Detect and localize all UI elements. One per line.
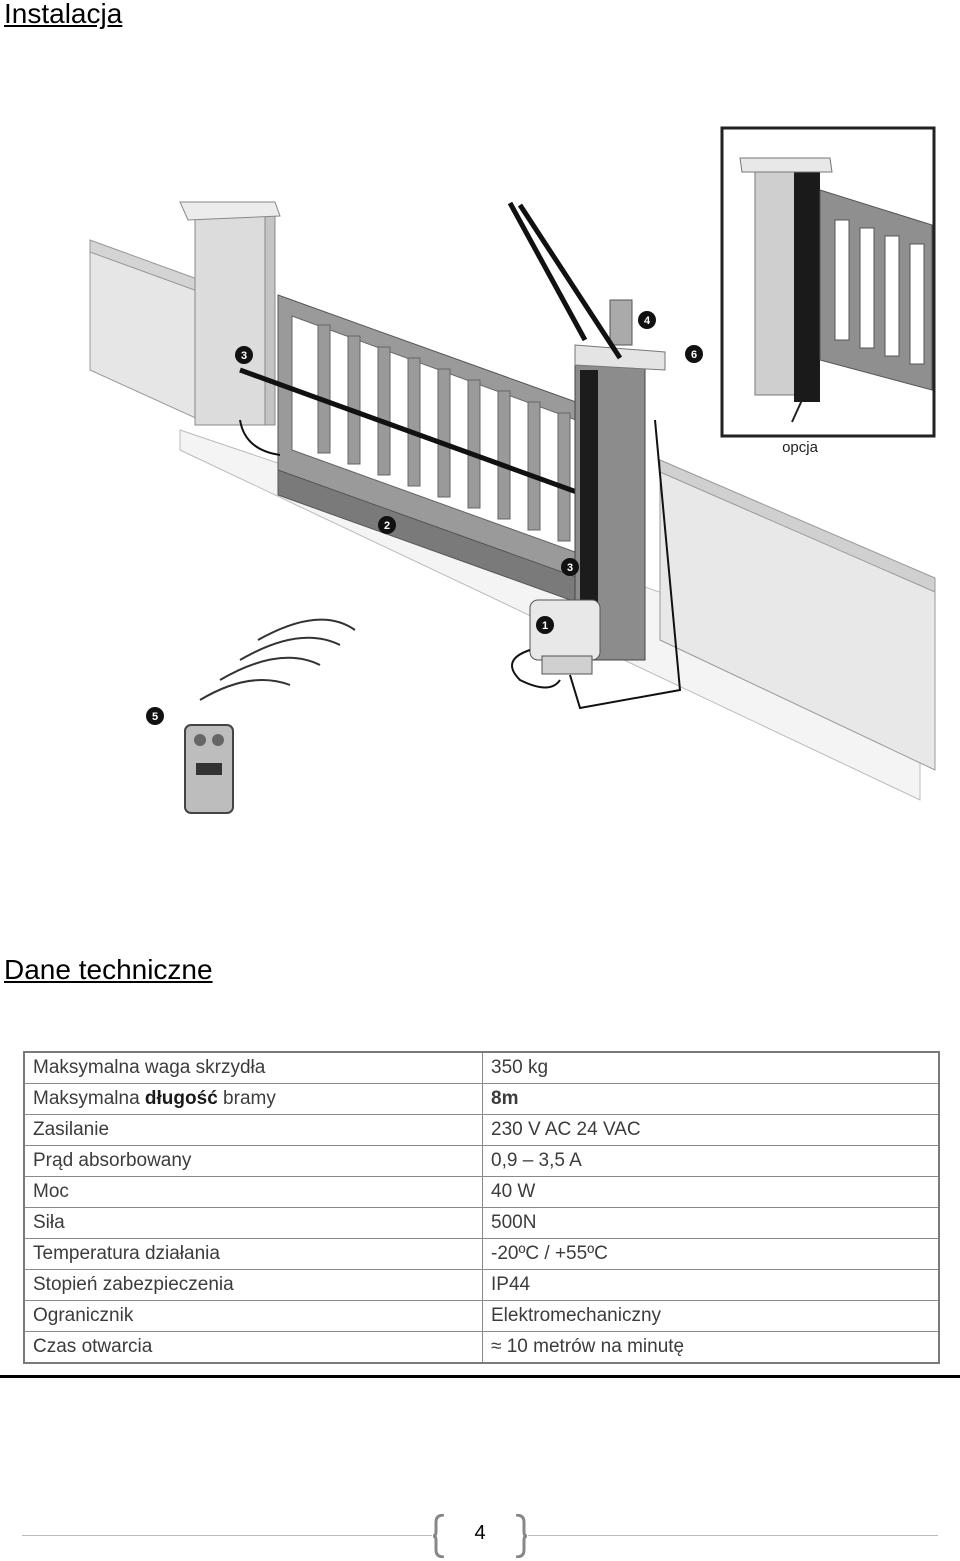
spec-value: 8m: [482, 1083, 940, 1115]
spec-label: Stopień zabezpieczenia: [23, 1269, 483, 1301]
spec-label: Prąd absorbowany: [23, 1145, 483, 1177]
spec-value: 230 V AC 24 VAC: [482, 1114, 940, 1146]
spec-label: Ogranicznik: [23, 1300, 483, 1332]
spec-label: Moc: [23, 1176, 483, 1208]
page-number: 4: [474, 1522, 486, 1544]
spec-value: 500N: [482, 1207, 940, 1239]
spec-value: 40 W: [482, 1176, 940, 1208]
table-row: Temperatura działania-20ºC / +55ºC: [23, 1238, 940, 1270]
callout-5: 5: [152, 711, 158, 723]
left-pillar: [179, 201, 281, 426]
technical-data-heading: Dane techniczne: [4, 954, 213, 985]
callout-3a: 3: [241, 350, 247, 362]
option-inset: opcja: [720, 126, 936, 456]
callout-3b: 3: [567, 562, 573, 574]
right-wall: [659, 459, 936, 771]
motor-unit: [529, 599, 601, 675]
spec-value: 350 kg: [482, 1051, 940, 1084]
radio-waves: [199, 618, 356, 701]
installation-heading: Instalacja: [4, 0, 123, 29]
spec-label: Czas otwarcia: [23, 1331, 483, 1364]
spec-label: Siła: [23, 1207, 483, 1239]
callout-2: 2: [384, 520, 390, 532]
spec-value: -20ºC / +55ºC: [482, 1238, 940, 1270]
left-wall: [89, 239, 201, 421]
callout-6: 6: [691, 349, 697, 361]
horizontal-rule: [0, 1375, 960, 1378]
spec-label: Maksymalna waga skrzydła: [23, 1051, 483, 1084]
sliding-gate: [239, 294, 641, 626]
page-number-box: 4: [432, 1514, 528, 1558]
callout-1: 1: [542, 620, 548, 632]
spec-label: Temperatura działania: [23, 1238, 483, 1270]
spec-label: Zasilanie: [23, 1114, 483, 1146]
inset-label: opcja: [782, 439, 819, 456]
table-row: Czas otwarcia≈ 10 metrów na minutę: [23, 1331, 940, 1364]
spec-value: 0,9 – 3,5 A: [482, 1145, 940, 1177]
spec-value: ≈ 10 metrów na minutę: [482, 1331, 940, 1364]
spec-label: Maksymalna długość bramy: [23, 1083, 483, 1115]
gate-installation-diagram: 1 2 3 3 4 5 6 opcja: [89, 126, 936, 814]
callout-4: 4: [644, 315, 651, 327]
left-brace-icon: [432, 1514, 445, 1558]
spec-value: Elektromechaniczny: [482, 1300, 940, 1332]
spec-value: IP44: [482, 1269, 940, 1301]
right-brace-icon: [515, 1514, 528, 1558]
remote-control-icon: [184, 724, 234, 814]
